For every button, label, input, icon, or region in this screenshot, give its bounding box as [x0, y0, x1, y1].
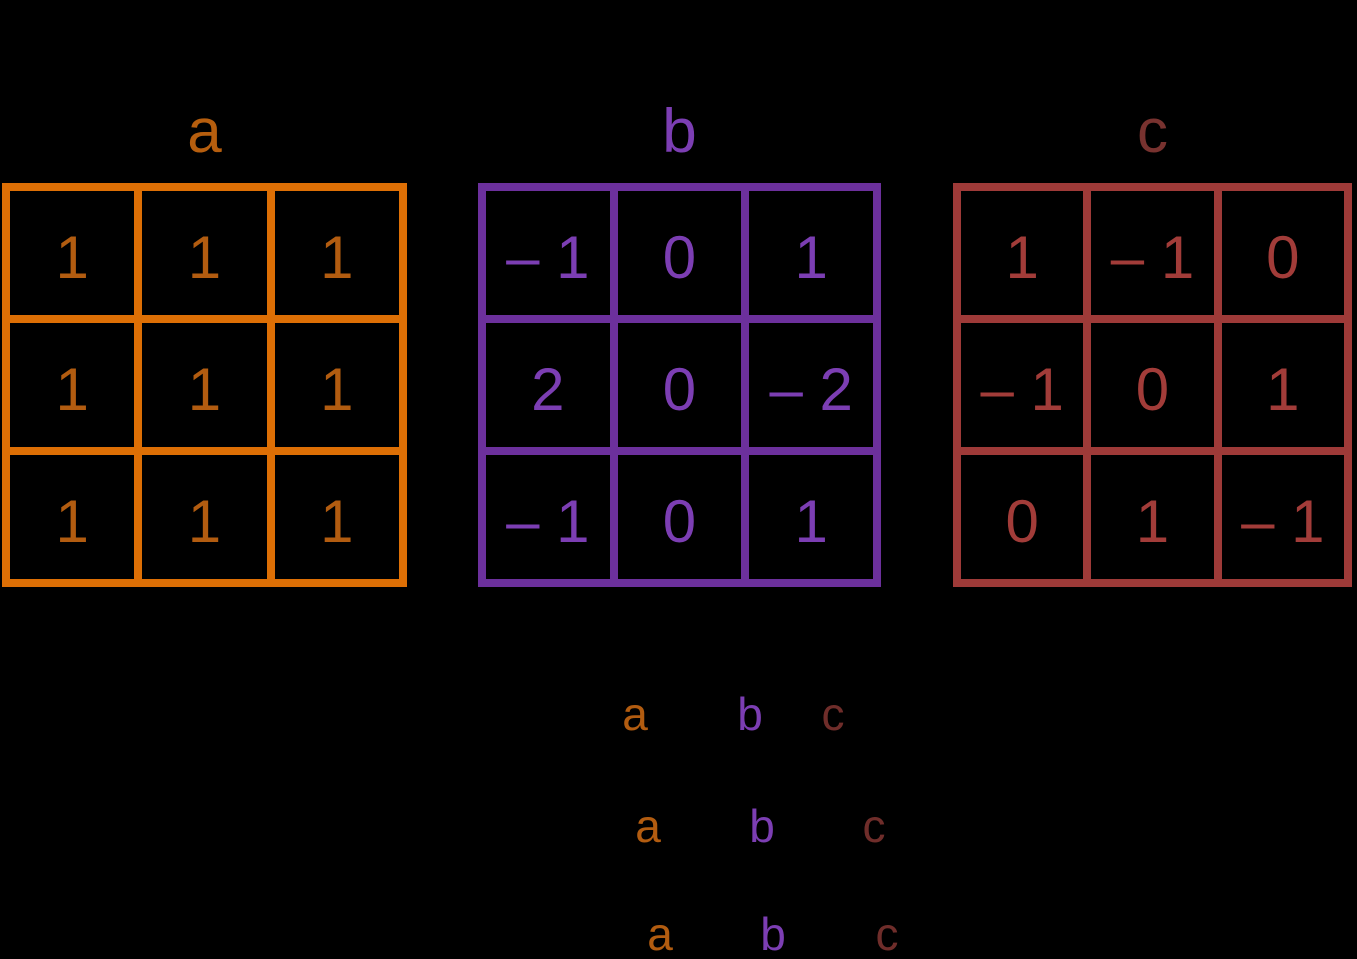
matrix-b-label: b: [662, 97, 697, 166]
matrix-a-cell-r3c3: 1: [270, 451, 403, 583]
matrix-c-cell-r2c1: – 1: [957, 319, 1088, 451]
matrix-c-cell-r3c3: – 1: [1217, 451, 1348, 583]
matrix-c-cell-r3c1: 0: [957, 451, 1088, 583]
matrix-b-cell-r1c2: 0: [613, 187, 746, 319]
expression-row2-letter-c: c: [862, 800, 886, 852]
matrix-b-cell-r2c3: – 2: [745, 319, 877, 451]
matrix-b-cell-r2c1: 2: [482, 319, 614, 451]
expression-row2-letter-a: a: [635, 800, 661, 852]
matrix-b-cell-r2c2: 0: [613, 319, 746, 451]
matrix-a-cell-r3c2: 1: [138, 451, 271, 583]
matrix-c-cell-r1c1: 1: [957, 187, 1088, 319]
matrix-a-cell-r1c1: 1: [6, 187, 139, 319]
matrix-c-cell-r1c2: – 1: [1087, 187, 1218, 319]
matrix-b-cell-r3c3: 1: [745, 451, 877, 583]
expression-row2-letter-b: b: [749, 800, 775, 852]
expression-row3-letter-c: c: [875, 908, 899, 959]
matrix-c-cell-r2c3: 1: [1217, 319, 1348, 451]
expression-row1-letter-b: b: [737, 688, 763, 740]
matrix-b-cell-r3c2: 0: [613, 451, 746, 583]
matrix-a-cell-r2c1: 1: [6, 319, 139, 451]
expression-row3-letter-a: a: [647, 908, 673, 959]
expression-row1-letter-a: a: [622, 688, 648, 740]
matrix-a-label: a: [187, 97, 222, 166]
matrix-c-cell-r2c2: 0: [1087, 319, 1218, 451]
matrix-a-cell-r2c2: 1: [138, 319, 271, 451]
matrix-a-cell-r1c3: 1: [270, 187, 403, 319]
matrix-a-cell-r3c1: 1: [6, 451, 139, 583]
matrix-b-cell-r1c1: – 1: [482, 187, 614, 319]
matrix-b-cell-r3c1: – 1: [482, 451, 614, 583]
expression-row3-letter-b: b: [760, 908, 786, 959]
expression-row1-letter-c: c: [821, 688, 845, 740]
matrix-c-cell-r1c3: 0: [1217, 187, 1348, 319]
matrix-c-cell-r3c2: 1: [1087, 451, 1218, 583]
matrix-a-cell-r1c2: 1: [138, 187, 271, 319]
matrix-a-cell-r2c3: 1: [270, 319, 403, 451]
matrix-b-cell-r1c3: 1: [745, 187, 877, 319]
matrix-c-label: c: [1137, 97, 1168, 166]
